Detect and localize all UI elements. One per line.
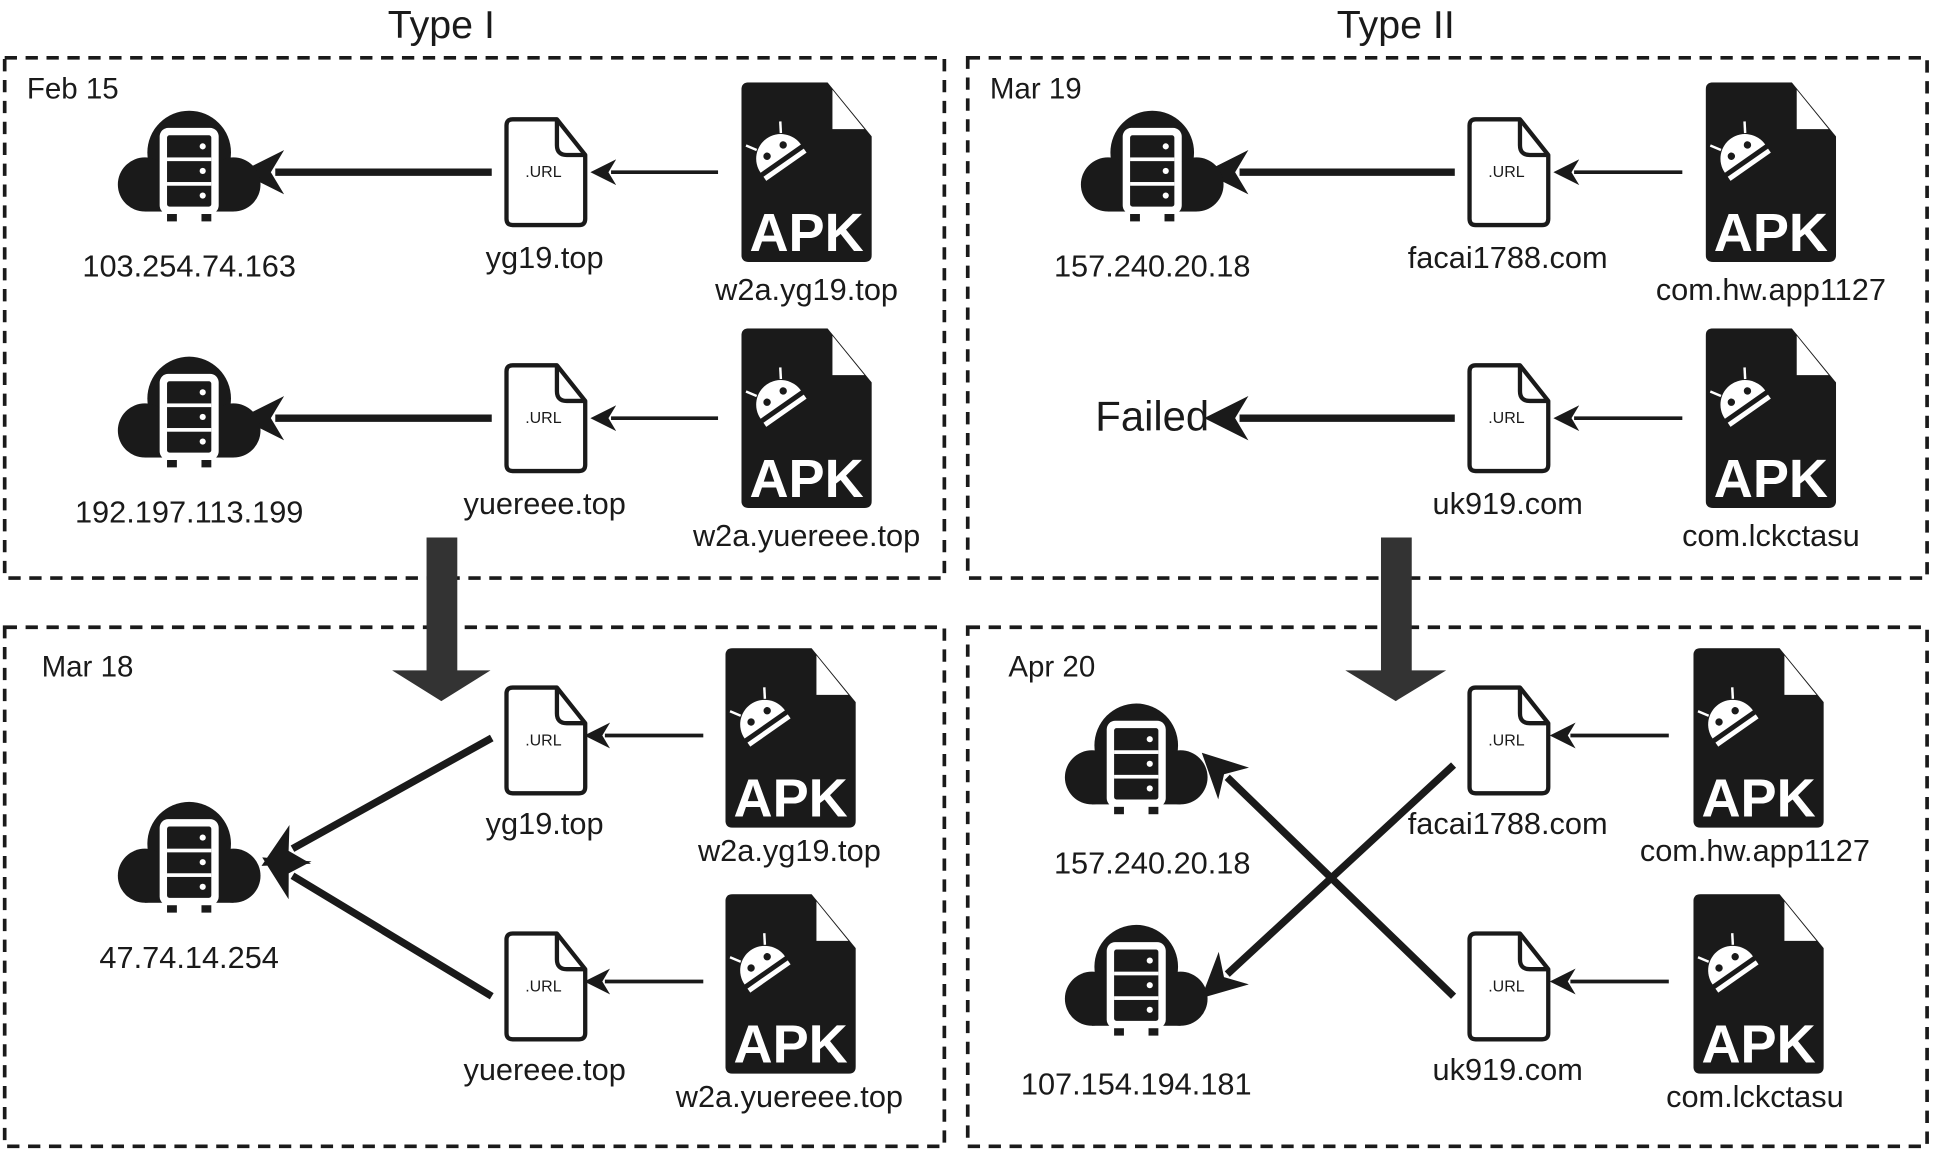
url-to-server-arrow: [1201, 762, 1457, 999]
cloud-server-icon: [1080, 110, 1224, 222]
cloud-server-icon: [117, 110, 261, 222]
apk-icon-text: APK: [749, 449, 863, 509]
url-domain-label: yuereee.top: [463, 1052, 625, 1087]
apk-package-label: w2a.yuereee.top: [675, 1079, 903, 1114]
url-icon-text: .URL: [525, 978, 562, 995]
url-domain-label: yg19.top: [486, 240, 604, 275]
url-file-icon: .URL: [507, 688, 586, 794]
apk-icon-text: APK: [1701, 769, 1815, 829]
cloud-server-icon: [117, 356, 261, 468]
apk-package-label: w2a.yg19.top: [714, 272, 898, 307]
apk-package-label: com.lckctasu: [1666, 1079, 1844, 1114]
url-icon-text: .URL: [1488, 410, 1525, 427]
server-ip-label: 157.240.20.18: [1054, 249, 1251, 284]
url-to-server-arrow: [1201, 752, 1457, 999]
server-ip-label: 157.240.20.18: [1054, 845, 1251, 880]
apk-file-icon: APK: [725, 894, 856, 1075]
server-ip-label: 47.74.14.254: [99, 940, 278, 975]
url-file-icon: .URL: [1470, 119, 1549, 225]
cloud-server-icon: [1064, 924, 1208, 1036]
apk-file-icon: APK: [1693, 648, 1824, 829]
cloud-server-icon: [117, 801, 261, 913]
apk-icon-text: APK: [749, 203, 863, 263]
panel-date: Mar 19: [990, 72, 1082, 105]
url-to-server-arrow: [262, 857, 494, 1000]
url-file-icon: .URL: [1470, 365, 1549, 471]
panel-date: Mar 18: [42, 650, 134, 683]
url-icon-text: .URL: [525, 732, 562, 749]
url-file-icon: .URL: [1470, 688, 1549, 794]
panel-type2-apr20: [965, 625, 1929, 1149]
apk-file-icon: APK: [741, 328, 872, 509]
server-ip-label: 107.154.194.181: [1021, 1067, 1252, 1102]
panel-type2-mar19: [965, 55, 1929, 580]
url-domain-label: uk919.com: [1433, 486, 1583, 521]
apk-package-label: com.hw.app1127: [1656, 272, 1886, 307]
transition-arrow-type2: [1345, 537, 1447, 702]
url-icon-text: .URL: [1488, 978, 1525, 995]
url-domain-label: uk919.com: [1433, 1052, 1583, 1087]
url-domain-label: facai1788.com: [1408, 240, 1608, 275]
apk-file-icon: APK: [725, 648, 856, 829]
url-icon-text: .URL: [525, 410, 562, 427]
url-file-icon: .URL: [507, 365, 586, 471]
apk-package-label: com.lckctasu: [1682, 518, 1860, 553]
url-domain-label: yg19.top: [486, 806, 604, 841]
url-domain-label: yuereee.top: [463, 486, 625, 521]
url-domain-label: facai1788.com: [1408, 806, 1608, 841]
apk-package-label: w2a.yuereee.top: [692, 518, 920, 553]
url-icon-text: .URL: [525, 164, 562, 181]
apk-icon-text: APK: [1701, 1015, 1815, 1075]
url-file-icon: .URL: [1470, 934, 1549, 1040]
apk-icon-text: APK: [733, 769, 847, 829]
transition-arrow-type1: [392, 537, 491, 702]
column-title-type-2: Type II: [1337, 3, 1455, 47]
url-file-icon: .URL: [507, 934, 586, 1040]
panel-type1-feb15: [2, 55, 947, 580]
url-icon-text: .URL: [1488, 164, 1525, 181]
apk-file-icon: APK: [1705, 82, 1837, 263]
apk-icon-text: APK: [1714, 449, 1828, 509]
panel-type1-mar18: [2, 625, 947, 1149]
url-file-icon: .URL: [507, 119, 586, 225]
server-ip-label: 192.197.113.199: [75, 495, 303, 530]
url-icon-text: .URL: [1488, 732, 1525, 749]
server-ip-label: 103.254.74.163: [82, 249, 296, 284]
apk-icon-text: APK: [1714, 203, 1828, 263]
connection-failed-label: Failed: [1095, 392, 1209, 439]
url-to-server-arrow: [261, 734, 494, 866]
panel-date: Apr 20: [1008, 650, 1095, 683]
apk-package-label: com.hw.app1127: [1640, 833, 1870, 868]
column-title-type-1: Type I: [388, 3, 495, 47]
cloud-server-icon: [1064, 703, 1208, 815]
apk-file-icon: APK: [1693, 894, 1824, 1075]
apk-icon-text: APK: [733, 1015, 847, 1075]
apk-package-label: w2a.yg19.top: [697, 833, 881, 868]
panel-date: Feb 15: [27, 72, 119, 105]
apk-file-icon: APK: [741, 82, 872, 263]
apk-file-icon: APK: [1705, 328, 1837, 509]
